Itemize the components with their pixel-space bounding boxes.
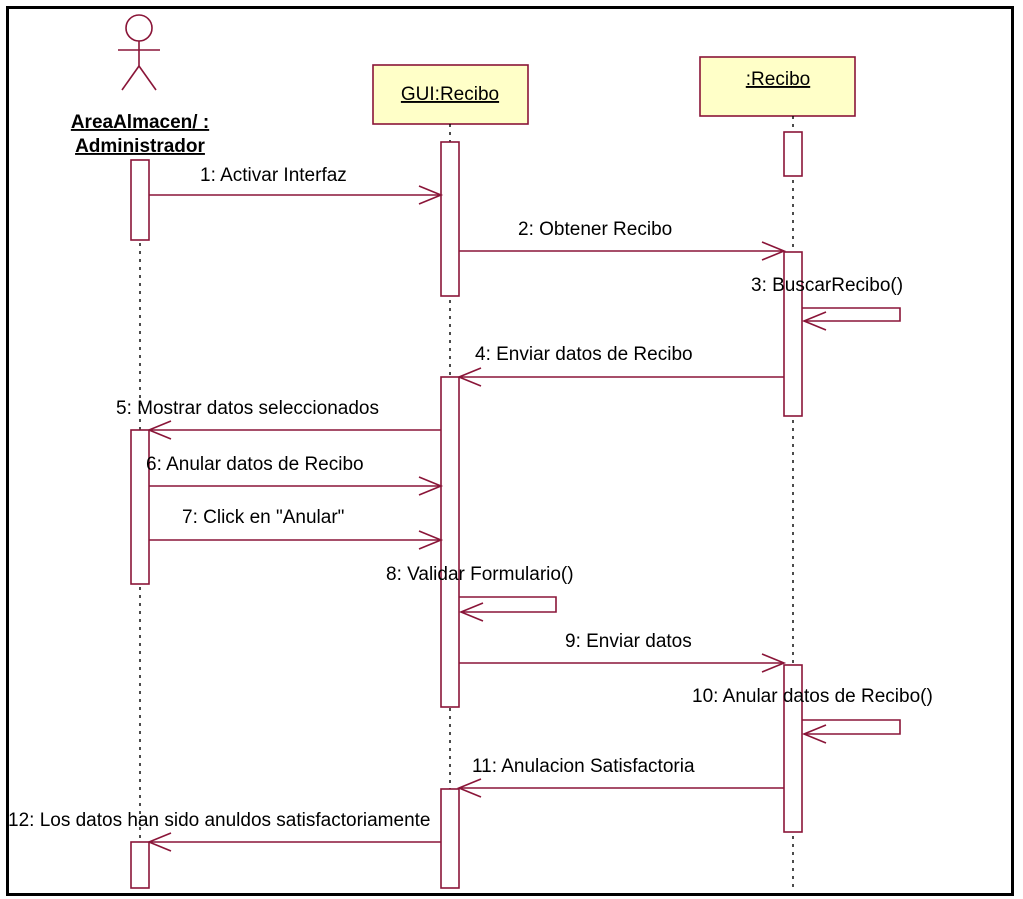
actor-activation-2: [130, 429, 150, 585]
actor-icon: [118, 14, 160, 91]
message-12-label: 12: Los datos han sido anuldos satisfact…: [8, 810, 431, 831]
message-10: [801, 719, 901, 744]
recibo-label: :Recibo: [746, 69, 810, 90]
recibo-activation-2: [783, 251, 803, 417]
actor-name-line2: Administrador: [75, 136, 205, 157]
message-9: [459, 653, 787, 673]
gui-recibo-label: GUI:Recibo: [401, 84, 499, 105]
message-11-label: 11: Anulacion Satisfactoria: [472, 756, 695, 777]
message-6-label: 6: Anular datos de Recibo: [146, 454, 364, 475]
actor-name-line1: AreaAlmacen/ :: [71, 112, 209, 133]
message-1: [149, 185, 444, 205]
message-7-label: 7: Click en "Anular": [182, 507, 344, 528]
message-4-label: 4: Enviar datos de Recibo: [475, 344, 693, 365]
recibo-object: [699, 56, 856, 117]
message-4: [456, 367, 784, 387]
gui-recibo-object: [372, 64, 529, 125]
actor-activation-1: [130, 159, 150, 241]
message-3-label: 3: BuscarRecibo(): [751, 275, 903, 296]
message-2-label: 2: Obtener Recibo: [518, 219, 672, 240]
message-10-label: 10: Anular datos de Recibo(): [692, 686, 933, 707]
message-12: [146, 832, 441, 852]
recibo-activation-1: [783, 131, 803, 177]
gui-activation-1: [440, 141, 460, 297]
gui-activation-2: [440, 376, 460, 708]
message-9-label: 9: Enviar datos: [565, 631, 692, 652]
message-8: [458, 596, 557, 622]
message-6: [149, 476, 444, 496]
actor-activation-3: [130, 841, 150, 889]
message-1-label: 1: Activar Interfaz: [200, 165, 347, 186]
gui-activation-3: [440, 788, 460, 889]
message-7: [149, 530, 444, 550]
diagram-frame: [6, 6, 1014, 896]
message-3: [801, 307, 901, 331]
message-5: [146, 420, 441, 440]
message-11: [456, 778, 784, 798]
message-8-label: 8: Validar Formulario(): [386, 564, 574, 585]
recibo-activation-3: [783, 664, 803, 833]
message-5-label: 5: Mostrar datos seleccionados: [116, 398, 379, 419]
message-2: [459, 241, 787, 261]
